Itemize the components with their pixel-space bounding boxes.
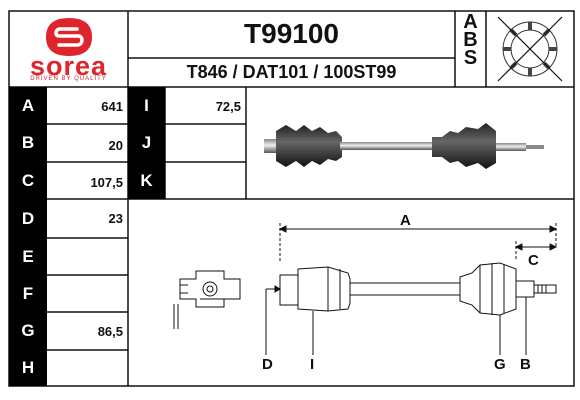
brand-logo: sorea DRIVEN BY QUALITY	[9, 11, 128, 87]
spec-label-c: C	[9, 162, 47, 199]
spec-label-f: F	[9, 275, 47, 312]
spec-label-h: H	[9, 350, 47, 386]
part-number: T99100	[244, 18, 339, 49]
spec-label-g: G	[9, 312, 47, 350]
cross-references: T846 / DAT101 / 100ST99	[186, 62, 397, 82]
dim-label-a: A	[400, 212, 411, 229]
dim-label-d: D	[262, 356, 273, 373]
abs-letter: B	[463, 29, 478, 51]
spec-label-e: E	[9, 238, 47, 275]
abs-letters: A B S	[455, 11, 486, 69]
abs-letter: A	[463, 11, 478, 33]
spec-label-d: D	[9, 199, 47, 238]
abs-letter: S	[463, 47, 478, 69]
spec-label-i: I	[128, 87, 165, 124]
spec-label-b: B	[9, 124, 47, 162]
spec-label-j: J	[128, 124, 165, 162]
drive-shaft-photo	[264, 123, 544, 169]
spec-value-i: 72,5	[215, 99, 241, 114]
sorea-emblem-icon	[46, 18, 92, 56]
dim-label-i: I	[310, 356, 314, 373]
spec-label-a: A	[9, 87, 47, 124]
spec-value-d: 23	[108, 211, 123, 226]
dim-label-b: B	[520, 356, 531, 373]
spec-value-b: 20	[108, 138, 123, 153]
dim-label-c: C	[528, 252, 539, 269]
spec-value-c: 107,5	[90, 175, 123, 190]
no-abs-ring-icon	[497, 16, 563, 82]
dim-label-g: G	[494, 356, 506, 373]
logo-text: sorea	[29, 51, 108, 81]
spec-label-k: K	[128, 162, 165, 199]
dimension-diagram: A C D I G B	[173, 212, 558, 373]
spec-value-a: 641	[101, 99, 123, 114]
spec-value-g: 86,5	[97, 324, 123, 339]
logo-tagline: DRIVEN BY QUALITY	[30, 76, 107, 82]
